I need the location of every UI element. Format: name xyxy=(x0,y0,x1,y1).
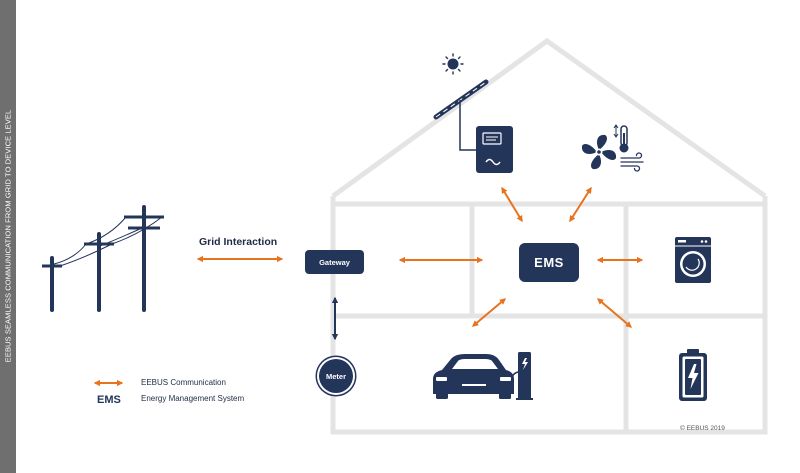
washing-machine-icon xyxy=(675,237,711,283)
arrow-ems-car xyxy=(472,298,506,327)
ems-node: EMS xyxy=(519,243,579,282)
legend-ems-label: Energy Management System xyxy=(141,394,245,403)
legend-communication-label: EEBUS Communication xyxy=(141,378,226,387)
arrow-ems-fan xyxy=(569,186,592,223)
legend-ems-abbr: EMS xyxy=(97,394,121,406)
sun-icon xyxy=(442,53,464,75)
meter-node: Meter xyxy=(319,359,353,393)
arrow-ems-battery xyxy=(597,298,632,328)
grid-interaction-label: Grid Interaction xyxy=(199,236,278,248)
inverter-icon xyxy=(476,126,513,173)
power-pole-icon xyxy=(42,205,164,312)
copyright-text: © EEBUS 2019 xyxy=(680,425,725,432)
arrow-ems-inverter xyxy=(501,186,523,223)
solar-panel-icon xyxy=(433,79,489,151)
electric-car-icon xyxy=(433,354,514,399)
battery-icon xyxy=(679,349,707,401)
fan-icon xyxy=(581,134,617,170)
wind-icon xyxy=(620,152,644,172)
communication-arrows xyxy=(93,186,644,387)
thermometer-icon xyxy=(613,124,629,153)
sidebar-strip: EEBUS SEAMLESS COMMUNICATION FROM GRID T… xyxy=(0,0,16,473)
house-outline xyxy=(330,37,768,435)
gateway-node: Gateway xyxy=(305,250,364,274)
charging-station-icon xyxy=(506,352,533,400)
